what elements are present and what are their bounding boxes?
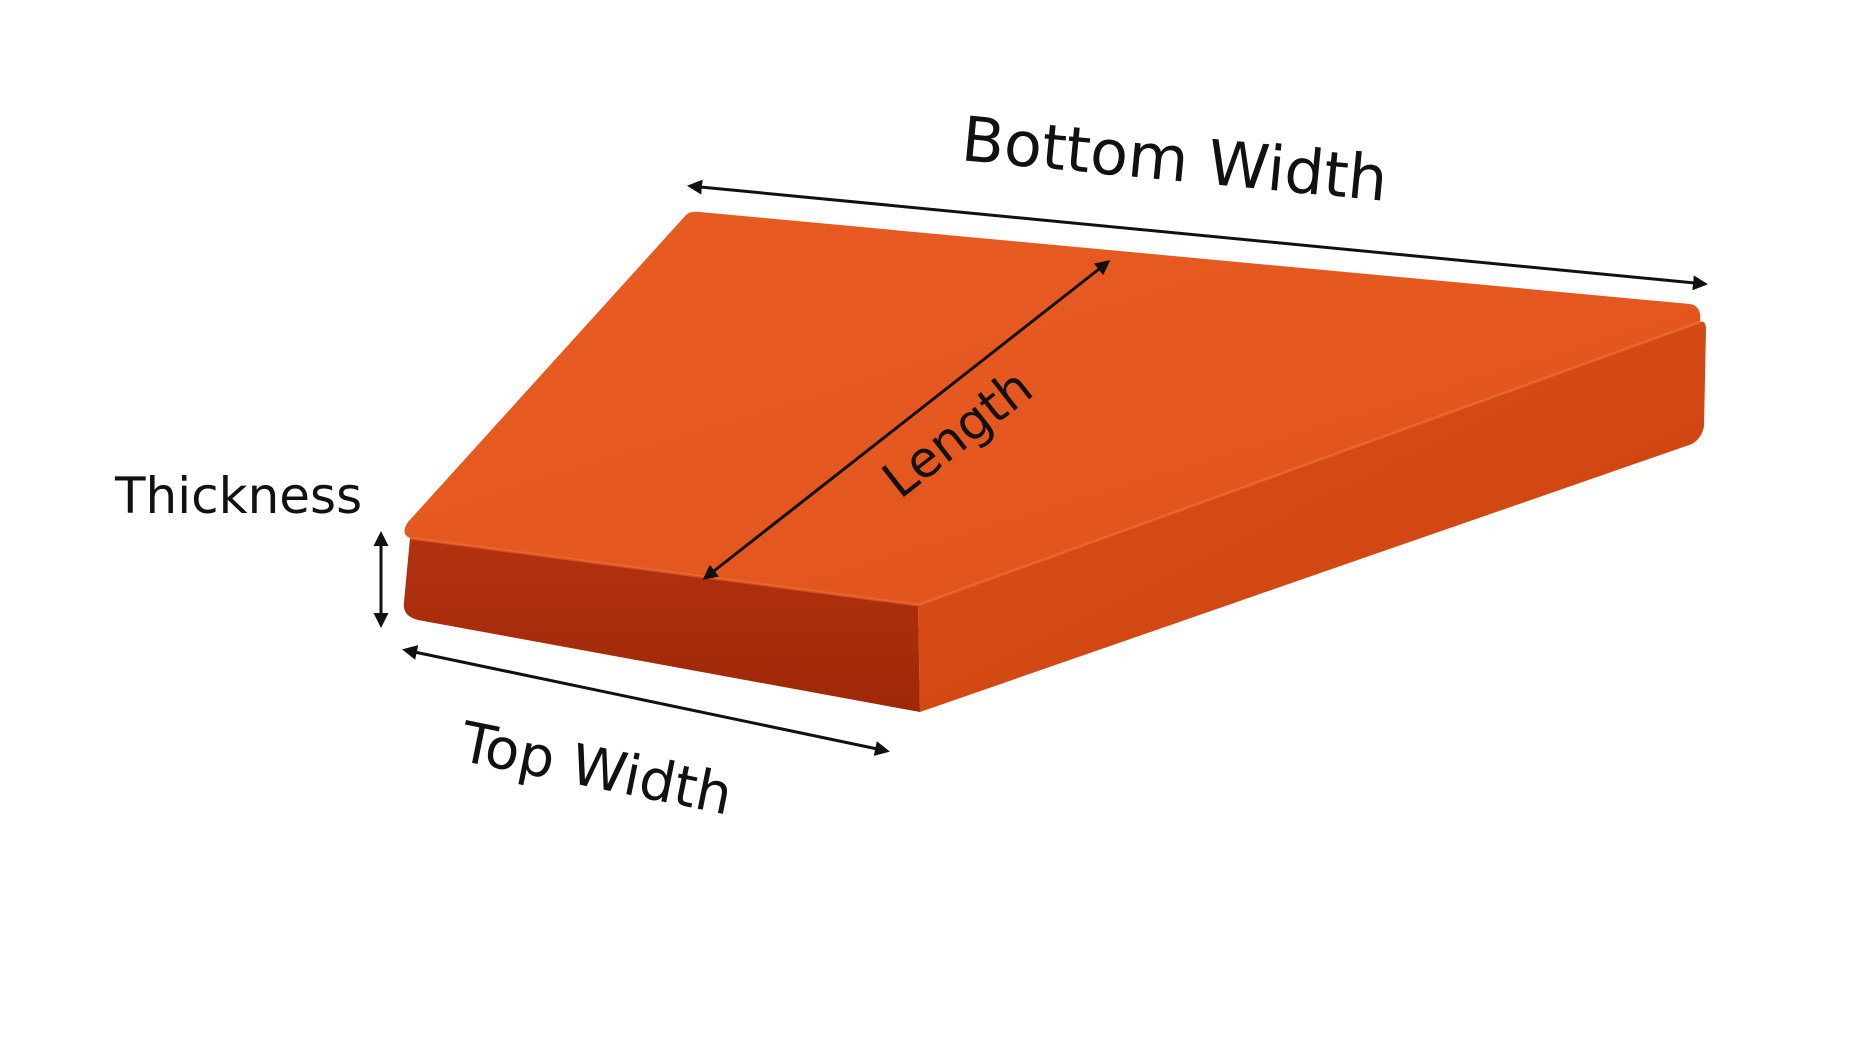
cushion-right-face <box>918 321 1706 712</box>
cushion-illustration <box>403 211 1706 712</box>
top-width-arrow <box>402 645 890 756</box>
thickness-label: Thickness <box>114 467 362 525</box>
bottom-width-label: Bottom Width <box>959 102 1391 216</box>
top-width-label: Top Width <box>454 710 737 829</box>
length-arrow <box>702 260 1111 580</box>
dimension-arrows <box>373 179 1708 756</box>
bottom-width-arrow <box>687 179 1708 291</box>
cushion-piping <box>409 320 1701 607</box>
